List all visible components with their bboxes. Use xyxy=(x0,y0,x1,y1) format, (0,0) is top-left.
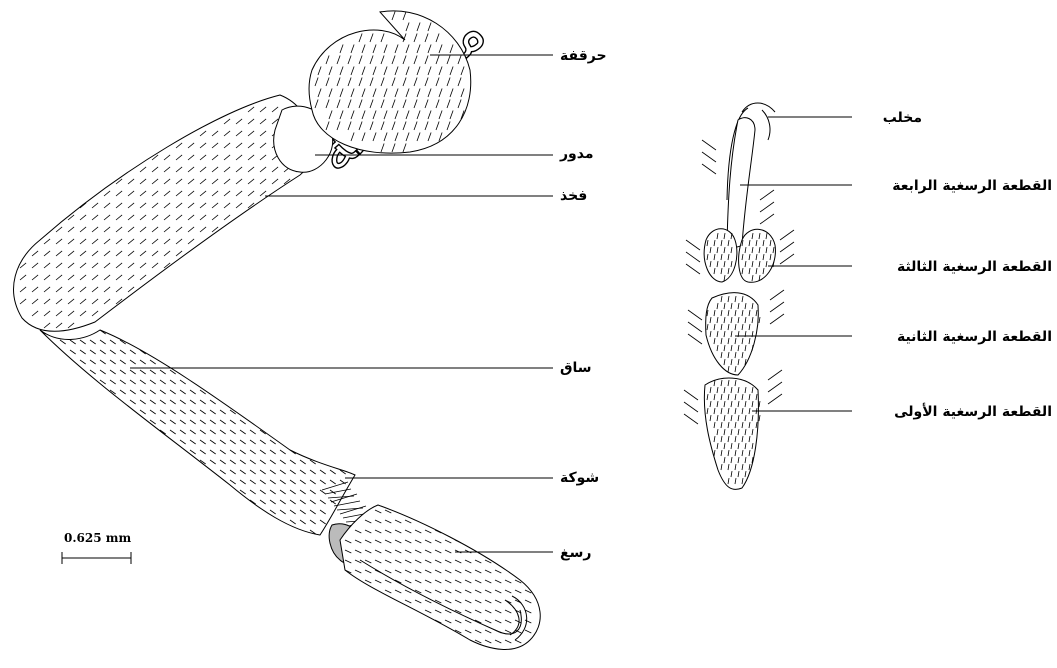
seta-stroke xyxy=(760,214,774,224)
seta-stroke xyxy=(780,230,794,240)
scale-bar: 0.625 mm xyxy=(62,531,131,564)
seta-stroke xyxy=(768,394,782,404)
seta-stroke xyxy=(768,382,782,392)
seta-stroke xyxy=(770,302,784,312)
hatch-stroke xyxy=(759,317,760,323)
label-segment2: القطعة الرسغية الثانية xyxy=(897,329,1052,345)
label-femur: فخذ xyxy=(560,188,587,204)
label-segment3: القطعة الرسغية الثالثة xyxy=(897,259,1052,275)
label-coxa: حرقفة xyxy=(560,48,607,64)
tarsus-detail: مخلب القطعة الرسغية الرابعة القطعة الرسغ… xyxy=(684,103,1052,489)
seta-stroke xyxy=(770,290,784,300)
seta-stroke xyxy=(684,402,698,412)
seta-stroke xyxy=(684,390,698,400)
label-trochanter: مدور xyxy=(559,146,594,162)
label-segment1: القطعة الرسغية الأولى xyxy=(894,403,1052,420)
seta-stroke xyxy=(686,264,700,274)
seta-stroke xyxy=(686,240,700,250)
label-claw: مخلب xyxy=(883,110,922,126)
seta-stroke xyxy=(702,152,716,162)
seta-stroke xyxy=(770,314,784,324)
seta-stroke xyxy=(684,414,698,424)
tarsal-segment-4 xyxy=(727,118,755,247)
seta-stroke xyxy=(702,164,716,174)
femur-shape xyxy=(14,95,313,331)
seta-stroke xyxy=(686,252,700,262)
tarsus-shape xyxy=(340,505,540,649)
label-spine: شوكة xyxy=(560,470,599,486)
label-tibia: ساق xyxy=(560,360,592,376)
label-segment4: القطعة الرسغية الرابعة xyxy=(892,178,1052,194)
seta-stroke xyxy=(780,242,794,252)
coxa-shape xyxy=(309,11,471,153)
tarsal-segment-3 xyxy=(704,229,737,282)
spine-stroke xyxy=(340,506,366,514)
label-tarsus: رسغ xyxy=(560,545,591,561)
tibia-shape xyxy=(40,330,355,535)
seta-stroke xyxy=(688,310,702,320)
seta-stroke xyxy=(688,322,702,332)
seta-stroke xyxy=(760,202,774,212)
leg-drawing: حرقفة مدور فخذ ساق شوكة رسغ xyxy=(14,11,607,650)
hatch-stroke xyxy=(759,401,760,407)
hatch-stroke xyxy=(759,415,760,421)
seta-stroke xyxy=(768,370,782,380)
seta-stroke xyxy=(688,334,702,344)
seta-stroke xyxy=(780,254,794,264)
seta-stroke xyxy=(760,190,774,200)
scale-bar-label: 0.625 mm xyxy=(64,531,131,545)
seta-stroke xyxy=(702,140,716,150)
